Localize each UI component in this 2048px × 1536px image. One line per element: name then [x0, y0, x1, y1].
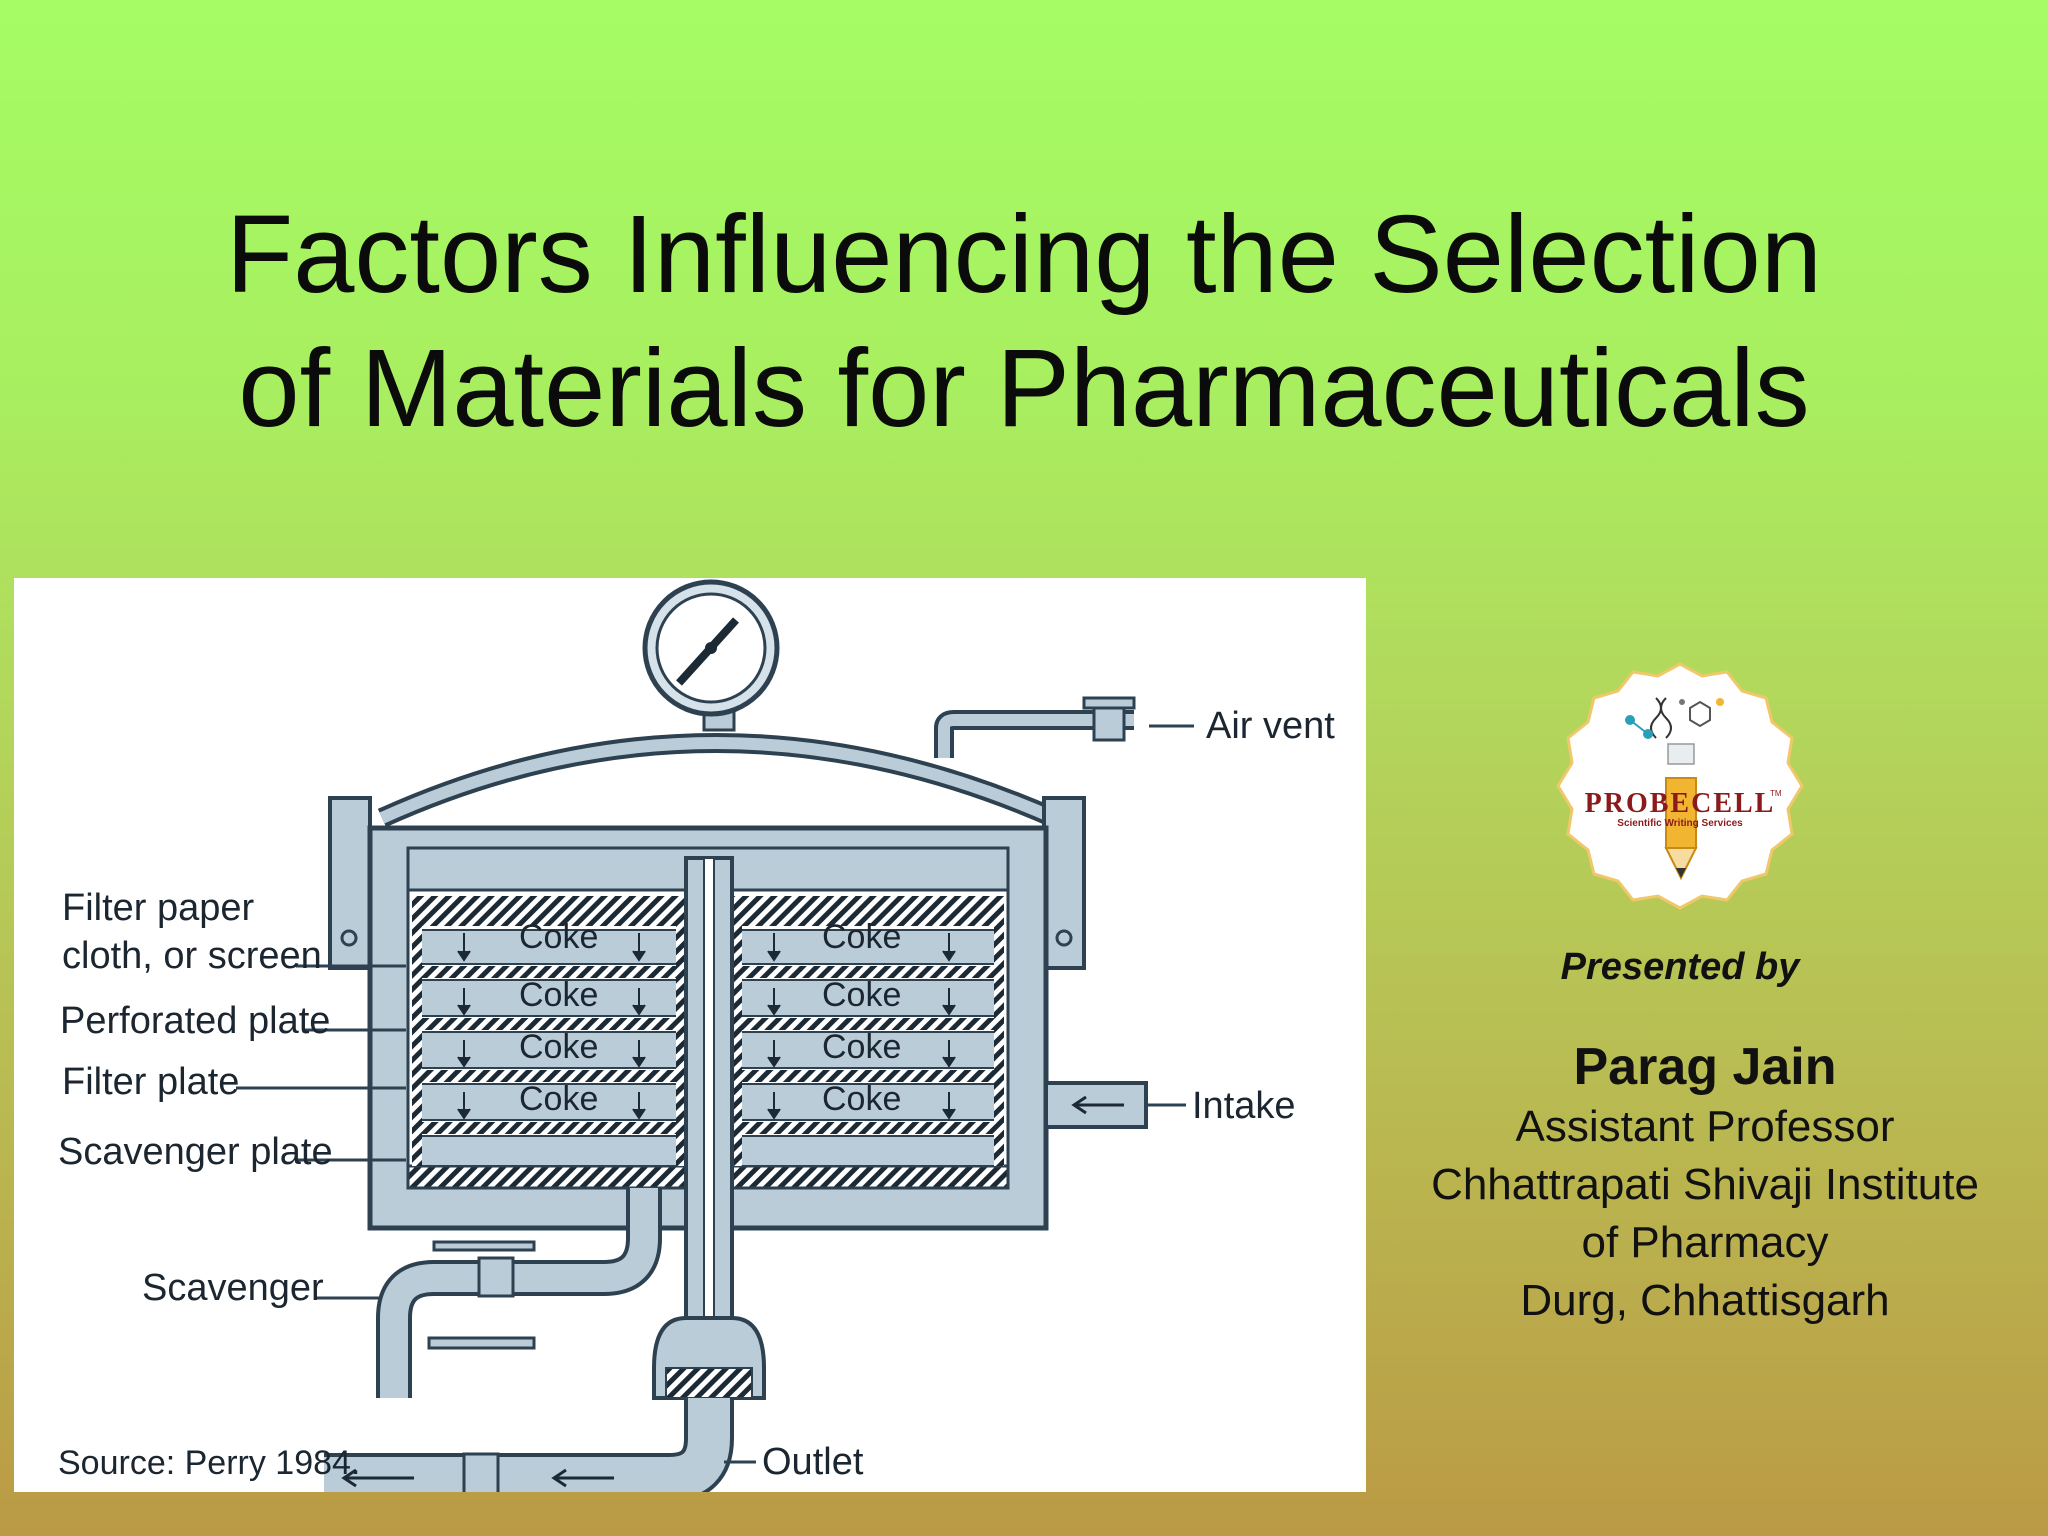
- logo-tagline: Scientific Writing Services: [1617, 818, 1743, 829]
- presenter-name: Parag Jain: [1573, 1038, 1837, 1096]
- presenter-institute-line-2: of Pharmacy: [1581, 1218, 1829, 1267]
- coke-label: Coke: [822, 918, 901, 956]
- presenter-info: Parag Jain Assistant Professor Chhattrap…: [1380, 1036, 2030, 1330]
- filter-press-drawing: Coke Coke Coke Coke Coke Coke Coke Coke: [58, 579, 1335, 1492]
- pressure-gauge: [642, 579, 780, 732]
- label-filter-paper-2: cloth, or screen: [62, 935, 322, 977]
- label-scavenger: Scavenger: [142, 1267, 324, 1309]
- scavenger-pipe: [376, 1188, 662, 1398]
- label-scavenger-plate: Scavenger plate: [58, 1131, 333, 1173]
- title-line-1: Factors Influencing the Selection: [226, 193, 1822, 316]
- coke-label: Coke: [519, 1080, 598, 1118]
- presenter-institute-line-1: Chhattrapati Shivaji Institute: [1431, 1160, 1979, 1209]
- label-intake: Intake: [1192, 1085, 1296, 1127]
- outlet-pipe: [324, 1336, 756, 1492]
- filter-press-diagram: Coke Coke Coke Coke Coke Coke Coke Coke: [14, 578, 1366, 1492]
- coke-label: Coke: [822, 1028, 901, 1066]
- logo-brand: PROBECELL: [1585, 788, 1776, 819]
- air-vent-valve: [934, 696, 1194, 758]
- source-citation: Source: Perry 1984.: [58, 1444, 360, 1482]
- coke-label: Coke: [519, 918, 598, 956]
- intake-pipe: [1044, 1081, 1186, 1129]
- slide-title: Factors Influencing the Selection of Mat…: [0, 188, 2048, 456]
- presented-by-label: Presented by: [1560, 946, 1800, 988]
- probecell-logo: PROBECELL TM Scientific Writing Services: [1552, 658, 1808, 914]
- leader-lines: [236, 964, 406, 1300]
- label-filter-paper-1: Filter paper: [62, 887, 255, 929]
- presenter-location: Durg, Chhattisgarh: [1520, 1276, 1890, 1325]
- coke-label: Coke: [519, 1028, 598, 1066]
- coke-label: Coke: [519, 976, 598, 1014]
- flow-arrows: [457, 933, 956, 1120]
- pencil-icon: [1664, 743, 1698, 881]
- presenter-role: Assistant Professor: [1515, 1102, 1895, 1151]
- logo-tm: TM: [1770, 789, 1782, 798]
- label-outlet: Outlet: [762, 1441, 864, 1483]
- central-pipe: [652, 856, 766, 1400]
- network-icon: [1625, 715, 1653, 739]
- label-perforated-plate: Perforated plate: [60, 1000, 330, 1042]
- molecule-icon: [1679, 698, 1724, 728]
- label-filter-plate: Filter plate: [62, 1061, 239, 1103]
- coke-label: Coke: [822, 976, 901, 1014]
- coke-label: Coke: [822, 1080, 901, 1118]
- label-air-vent: Air vent: [1206, 705, 1335, 747]
- coke-labels: Coke Coke Coke Coke Coke Coke Coke Coke: [519, 918, 901, 1118]
- title-line-2: of Materials for Pharmaceuticals: [238, 327, 1810, 450]
